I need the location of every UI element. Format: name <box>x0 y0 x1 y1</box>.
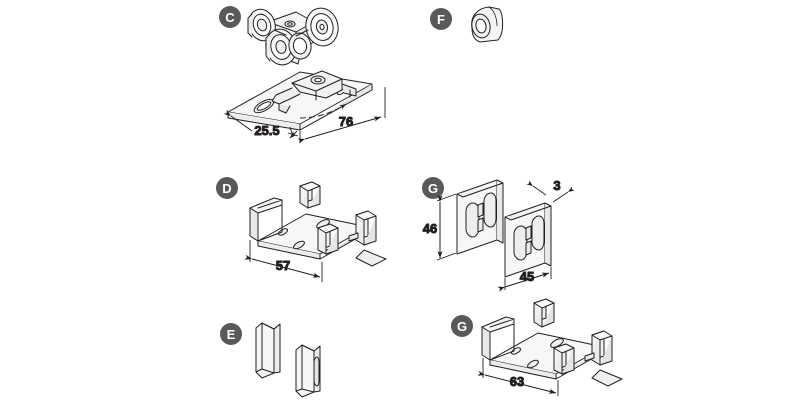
dimension-63-label: 63 <box>510 374 524 389</box>
wheel-rear-left <box>247 8 276 42</box>
spacer-plate-left <box>456 179 504 255</box>
dimension-46: 46 <box>422 193 457 261</box>
badge-g-top: G <box>422 177 444 199</box>
bracket-57-part <box>249 181 387 267</box>
part-g-bottom-group: G <box>451 298 623 396</box>
badge-e-label: E <box>227 327 236 342</box>
badge-e: E <box>220 323 242 345</box>
spacer-plate-right <box>504 202 552 278</box>
part-e-group: E <box>220 322 321 398</box>
dimension-25-5-label: 25.5 <box>254 123 279 138</box>
badge-c-label: C <box>225 10 235 25</box>
badge-f-label: F <box>437 12 445 27</box>
wheel-front-right <box>288 32 312 60</box>
part-c-group: C <box>219 6 386 144</box>
badge-d-label: D <box>222 181 231 196</box>
badge-f: F <box>430 8 452 30</box>
wheel-rear-right <box>305 7 339 47</box>
roller-carriage <box>247 7 339 66</box>
badge-d: D <box>216 177 238 199</box>
part-d-group: D <box>216 177 387 282</box>
badge-g-bottom-label: G <box>457 319 467 334</box>
buffer-stop-part <box>471 6 504 43</box>
bracket-63-part <box>481 298 623 387</box>
dimension-57: 57 <box>244 240 323 282</box>
dimension-3-label: 3 <box>553 178 560 193</box>
dimension-76-label: 76 <box>339 114 353 129</box>
dimension-76: 76 <box>297 87 386 144</box>
dimension-46-label: 46 <box>423 221 437 236</box>
badge-g-bottom: G <box>451 315 473 337</box>
badge-g-top-label: G <box>428 181 438 196</box>
dimension-63: 63 <box>477 358 559 396</box>
dimension-3: 3 <box>526 178 575 203</box>
dimension-57-label: 57 <box>276 258 290 273</box>
dimension-25-5: 25.5 <box>223 109 299 139</box>
badge-c: C <box>219 6 241 28</box>
dimension-45: 45 <box>497 267 552 292</box>
dimension-45-label: 45 <box>520 269 534 284</box>
part-g-top-group: G <box>422 177 575 292</box>
end-cap-left <box>255 322 281 379</box>
part-f-group: F <box>430 6 504 43</box>
end-cap-right <box>295 344 321 398</box>
